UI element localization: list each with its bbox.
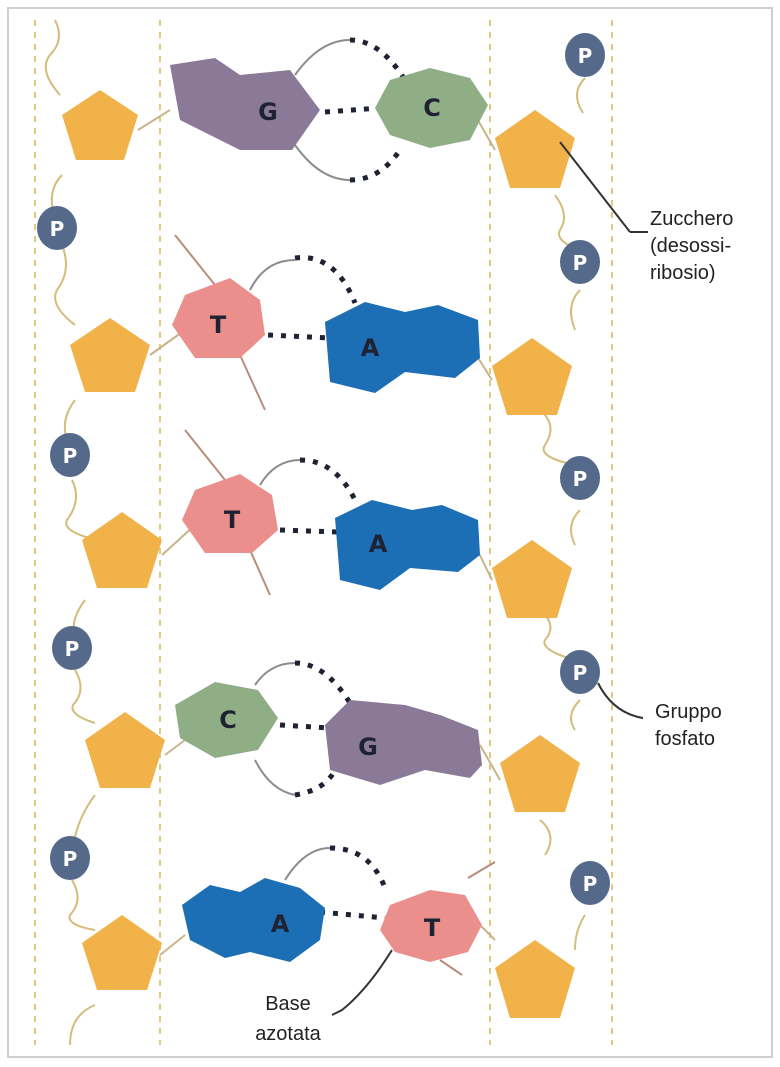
label-sugar-line-1: Zucchero (650, 208, 733, 230)
label-phosphate-line-2: fosfato (655, 728, 715, 750)
phosphate-label: P (65, 637, 80, 661)
base-letter: G (258, 98, 278, 126)
base-pair-1: G C (170, 40, 488, 180)
label-sugar-line-3: ribosio) (650, 262, 716, 284)
phosphate-group: P (560, 240, 600, 284)
callout-base: Base azotata (255, 950, 392, 1045)
base-letter: T (424, 914, 441, 942)
sugar-leader-line (560, 142, 630, 232)
phosphate-leader-line (598, 683, 643, 718)
sugar-pentagon (495, 940, 575, 1018)
base-pair-2: T A (172, 235, 480, 410)
base-letter: A (271, 910, 290, 938)
phosphate-label: P (63, 847, 78, 871)
label-phosphate-line-1: Gruppo (655, 701, 722, 723)
phosphate-label: P (50, 217, 65, 241)
phosphate-group: P (37, 206, 77, 250)
sugar-pentagon (82, 512, 162, 588)
phosphate-group: P (570, 861, 610, 905)
sugar-pentagon (495, 110, 575, 188)
base-a (325, 302, 480, 393)
base-a (182, 878, 325, 962)
base-letter: C (423, 94, 441, 122)
base-pair-4: C G (175, 663, 482, 795)
phosphate-label: P (63, 444, 78, 468)
phosphate-group: P (50, 433, 90, 477)
phosphate-label: P (573, 251, 588, 275)
label-sugar-line-2: (desossi- (650, 235, 731, 257)
base-pair-3: T A (182, 430, 480, 595)
base-letter: A (369, 530, 388, 558)
base-letter: C (219, 706, 237, 734)
sugar-pentagon (82, 915, 162, 990)
left-strand-connectors (46, 20, 95, 1045)
phosphate-label: P (573, 661, 588, 685)
sugar-pentagon (70, 318, 150, 392)
phosphate-group: P (50, 836, 90, 880)
callout-phosphate: Gruppo fosfato (598, 683, 722, 750)
base-g (325, 700, 482, 785)
base-letter: T (224, 506, 241, 534)
phosphate-label: P (578, 44, 593, 68)
base-leader-line (332, 950, 392, 1015)
phosphate-group: P (560, 456, 600, 500)
base-pair-5: A T (182, 848, 495, 975)
phosphate-group: P (565, 33, 605, 77)
base-letter: A (361, 334, 380, 362)
sugar-pentagon (492, 338, 572, 415)
phosphate-group: P (52, 626, 92, 670)
sugar-pentagon (85, 712, 165, 788)
sugar-pentagon (62, 90, 138, 160)
base-a (335, 500, 480, 590)
sugar-pentagon (500, 735, 580, 812)
label-base-line-1: Base (265, 993, 311, 1015)
phosphate-group: P (560, 650, 600, 694)
phosphate-label: P (573, 467, 588, 491)
base-letter: T (210, 311, 227, 339)
phosphate-label: P (583, 872, 598, 896)
label-base-line-2: azotata (255, 1023, 321, 1045)
base-letter: G (358, 733, 378, 761)
right-strand-connectors (540, 78, 585, 950)
sugar-pentagon (492, 540, 572, 618)
